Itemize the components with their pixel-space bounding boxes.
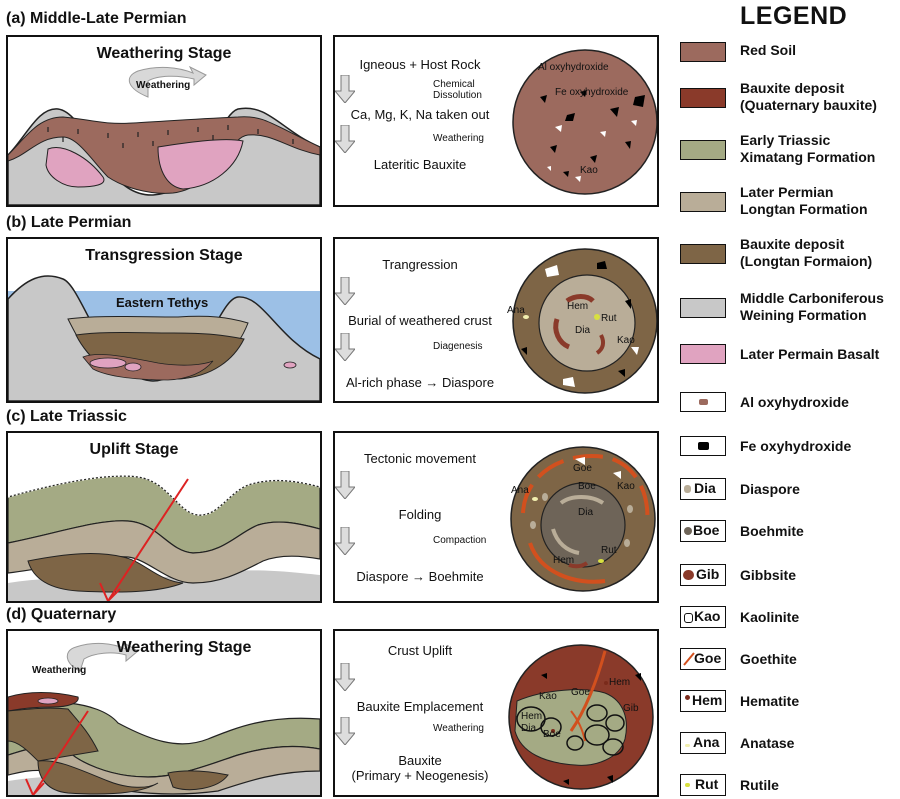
circle-label-d-2: Kao [539,691,557,702]
legend-abbr: Hem [692,692,722,708]
process-panel-b: Trangression Burial of weathered crust D… [333,237,659,403]
legend-abbr: Gib [696,566,719,582]
legend-abbr: Goe [694,650,721,666]
legend-label: Goethite [740,651,797,668]
cross-section-a: Weathering Stage Weathering [6,35,322,207]
legend-label: Middle Carboniferous Weining Formation [740,290,884,324]
circle-label-c-4: Kao [617,481,635,492]
circle-label-d-6: Boe [543,729,561,740]
legend-label: Rutile [740,777,779,794]
process-panel-d: Crust Uplift Bauxite Emplacement Weather… [333,629,659,797]
diaspore-swatch: Dia [680,478,726,500]
circle-label-c-6: Hem [553,555,574,566]
circle-label-d-5: Dia [521,723,536,734]
kaolinite-swatch: Kao [680,606,726,628]
legend-label: Red Soil [740,42,796,59]
legend-label: Anatase [740,735,794,752]
quaternary-bauxite-swatch [680,88,726,108]
cross-section-c: Uplift Stage [6,431,322,603]
legend-label: Bauxite deposit (Quaternary bauxite) [740,80,877,114]
hematite-swatch: Hem [680,690,726,712]
goethite-swatch: Goe [680,648,726,670]
fe-oxyhydroxide-swatch [680,436,726,456]
cross-section-d: Weathering Stage Weathering [6,629,322,797]
legend-abbr: Ana [693,734,719,750]
process-panel-a: Igneous + Host Rock Chemical Dissolution… [333,35,659,207]
rutile-swatch: Rut [680,774,726,796]
legend-abbr: Kao [694,608,720,624]
circle-label-d-7: Gib [623,703,639,714]
weathering-label-d: Weathering [32,665,86,676]
legend-abbr: Dia [694,480,716,496]
legend-label: Kaolinite [740,609,799,626]
al-oxyhydroxide-swatch [680,392,726,412]
gibbsite-swatch: Gib [680,564,726,586]
legend-label: Later Permain Basalt [740,346,879,363]
heading-b: Transgression Stage [8,247,320,265]
particle-circle-d [335,631,657,795]
circle-label-c-2: Ana [511,485,529,496]
legend-title: LEGEND [740,2,847,31]
particle-circle-c [335,433,657,601]
circle-label-c-7: Rut [601,545,617,556]
boehmite-swatch: Boe [680,520,726,542]
legend-label: Al oxyhydroxide [740,394,849,411]
legend-label: Diaspore [740,481,800,498]
weathering-label-a: Weathering [136,80,190,91]
circle-label-c-5: Dia [578,507,593,518]
cross-section-b: Transgression Stage Eastern Tethys [6,237,322,403]
process-panel-c: Tectonic movement Folding Compaction Dia… [333,431,659,603]
longtan-swatch [680,192,726,212]
legend-label: Boehmite [740,523,804,540]
legend-abbr: Rut [695,776,718,792]
legend-label: Gibbsite [740,567,796,584]
legend-label: Hematite [740,693,799,710]
stage-title-b: (b) Late Permian [6,214,131,232]
heading-a: Weathering Stage [8,45,320,63]
legend-label: Early Triassic Ximatang Formation [740,132,875,166]
circle-label-a-2: Fe oxyhydroxide [555,87,628,98]
legend-label: Fe oxyhydroxide [740,438,851,455]
circle-label-a-1: Al oxyhydroxide [538,62,609,73]
basalt-swatch [680,344,726,364]
legend-abbr: Boe [693,522,719,538]
circle-label-c-3: Boe [578,481,596,492]
stage-title-d: (d) Quaternary [6,606,116,624]
circle-label-b-5: Kao [617,335,635,346]
stage-title-c: (c) Late Triassic [6,408,127,426]
ximatang-swatch [680,140,726,160]
circle-label-d-4: Hem [521,711,542,722]
circle-label-b-1: Hem [567,301,588,312]
red-soil-swatch [680,42,726,62]
circle-label-b-4: Dia [575,325,590,336]
circle-label-d-3: Goe [571,687,590,698]
anatase-swatch: Ana [680,732,726,754]
heading-c: Uplift Stage [6,441,320,459]
legend-label: Bauxite deposit (Longtan Formaion) [740,236,872,270]
circle-label-a-3: Kao [580,165,598,176]
weining-swatch [680,298,726,318]
circle-label-b-2: Ana [507,305,525,316]
stage-title-a: (a) Middle-Late Permian [6,10,186,28]
longtan-bauxite-swatch [680,244,726,264]
heading-d: Weathering Stage [48,639,320,657]
circle-label-c-1: Goe [573,463,592,474]
sea-label: Eastern Tethys [116,295,208,310]
legend-label: Later Permian Longtan Formation [740,184,868,218]
circle-label-b-3: Rut [601,313,617,324]
circle-label-d-1: Hem [609,677,630,688]
